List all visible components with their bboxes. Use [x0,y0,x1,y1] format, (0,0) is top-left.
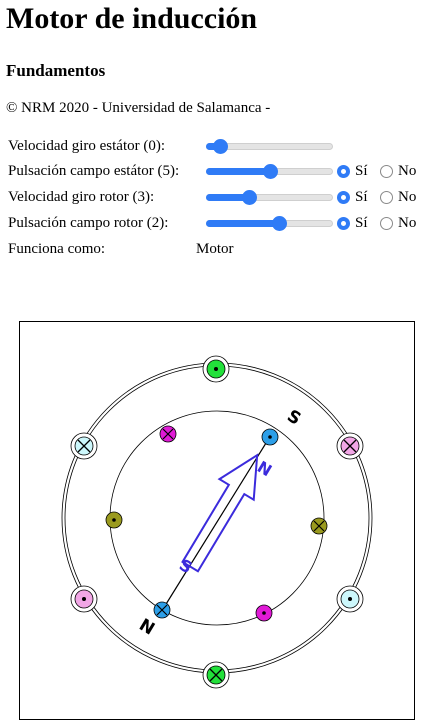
rotor-ring [109,410,325,626]
yes-label: Sí [355,189,368,205]
stator-pulsation-yes-radio[interactable] [337,165,350,178]
rotor-speed-no-radio[interactable] [380,191,393,204]
slider-thumb[interactable] [272,216,287,231]
control-row-stator-pulsation: Pulsación campo estátor (5): Sí No [8,160,423,184]
rotor-coil-olive-left [105,511,123,529]
magnet-axis-line [162,434,272,610]
copyright-text: © NRM 2020 - Universidad de Salamanca - [6,100,271,116]
no-label: No [398,189,417,205]
stator-pulsation-slider[interactable] [206,164,333,179]
stator-coil-upper-left [70,432,98,460]
rotor-coil-magenta-bottom [255,604,273,622]
section-subtitle: Fundamentos [6,61,106,80]
no-label: No [398,163,417,179]
stator-coil-lower-right [336,585,364,613]
mode-label: Funciona como: [8,241,106,257]
control-row-rotor-speed: Velocidad giro rotor (3): Sí No [8,186,423,210]
no-label: No [398,215,417,231]
rotor-coil-magenta-top [159,425,177,443]
rotor-speed-yes-radio[interactable] [337,191,350,204]
rotor-coil-blue-top [261,428,279,446]
stator-speed-slider[interactable] [206,139,333,154]
stator-speed-label: Velocidad giro estátor (0): [8,138,166,154]
rotor-pulsation-slider[interactable] [206,216,333,231]
slider-thumb[interactable] [242,190,257,205]
rotor-pulsation-yes-radio[interactable] [337,217,350,230]
rotor-pulsation-no-radio[interactable] [380,217,393,230]
rotor-coil-olive-right [310,517,328,535]
stator-north-label: N [135,615,158,639]
rotor-pulsation-label: Pulsación campo rotor (2): [8,215,169,231]
control-row-mode: Funciona como: Motor [8,238,423,262]
stator-coil-upper-right [336,432,364,460]
slider-fill [206,194,249,201]
stator-coil-lower-left [70,585,98,613]
control-row-stator-speed: Velocidad giro estátor (0): [8,135,423,159]
slider-fill [206,168,270,175]
stator-coil-top [202,355,230,383]
slider-thumb[interactable] [263,164,278,179]
page-title: Motor de inducción [6,2,258,35]
stator-pulsation-label: Pulsación campo estátor (5): [8,163,180,179]
yes-label: Sí [355,163,368,179]
stator-pulsation-no-radio[interactable] [380,165,393,178]
rotor-coil-blue-bottom [153,601,171,619]
slider-fill [206,220,279,227]
motor-diagram: S N S N [61,355,373,689]
rotor-speed-label: Velocidad giro rotor (3): [8,189,155,205]
slider-thumb[interactable] [213,139,228,154]
motor-diagram-canvas: S N S N [19,321,415,720]
arrow-south-label: S [176,555,196,577]
mode-value: Motor [196,241,234,257]
yes-label: Sí [355,215,368,231]
rotor-speed-slider[interactable] [206,190,333,205]
magnet-arrow [181,453,259,573]
control-row-rotor-pulsation: Pulsación campo rotor (2): Sí No [8,212,423,236]
stator-coil-bottom [202,661,230,689]
stator-south-label: S [283,406,304,429]
